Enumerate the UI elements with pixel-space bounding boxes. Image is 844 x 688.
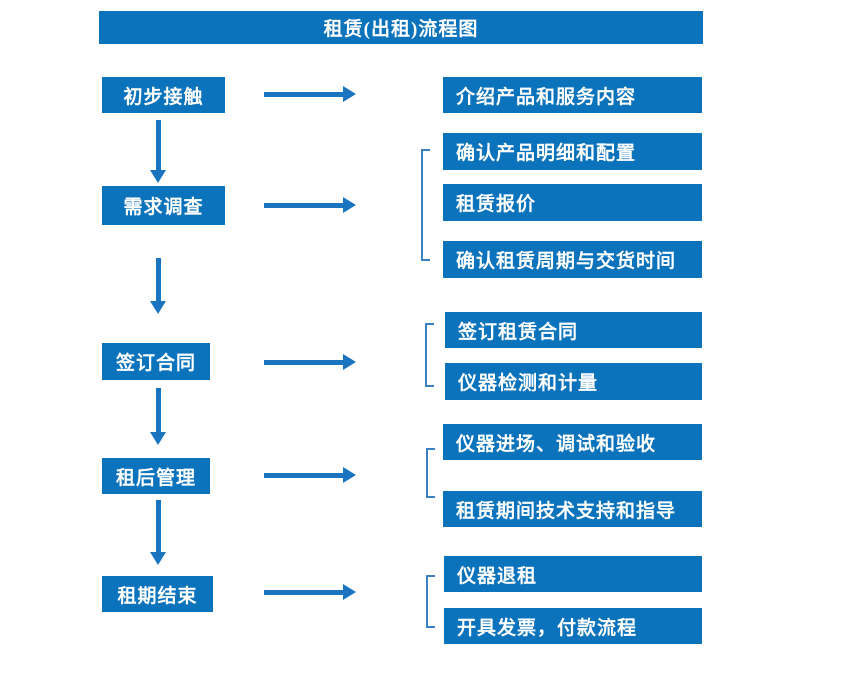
detail-confirm-period-delivery: 确认租赁周期与交货时间 [443,241,702,278]
step-demand-survey: 需求调查 [102,186,225,225]
arrow-down-2 [150,258,166,314]
arrow-right-2 [264,197,356,213]
detail-technical-support: 租赁期间技术支持和指导 [443,491,702,527]
step-sign-contract: 签订合同 [102,343,210,380]
detail-invoice-payment: 开具发票，付款流程 [444,608,702,644]
flowchart-title: 租赁(出租)流程图 [99,11,703,44]
detail-instrument-inspection: 仪器检测和计量 [445,363,702,400]
arrow-right-4 [264,467,356,483]
detail-instrument-return: 仪器退租 [444,556,702,592]
arrow-down-4 [150,500,166,565]
bracket-group-5 [426,575,435,628]
arrow-right-1 [264,86,356,102]
bracket-group-3 [425,323,434,387]
detail-instrument-setup-acceptance: 仪器进场、调试和验收 [443,424,702,460]
detail-sign-rental-contract: 签订租赁合同 [445,312,702,348]
arrow-right-3 [264,354,356,370]
step-initial-contact: 初步接触 [102,77,225,113]
detail-rental-quote: 租赁报价 [443,184,702,221]
arrow-down-1 [150,120,166,183]
detail-introduce-products: 介绍产品和服务内容 [443,77,702,113]
arrow-down-3 [150,388,166,445]
step-rental-end: 租期结束 [102,576,213,612]
arrow-right-5 [264,584,356,600]
bracket-group-2 [421,149,430,261]
detail-confirm-product-config: 确认产品明细和配置 [443,133,702,170]
bracket-group-4 [426,448,435,498]
step-post-rental-management: 租后管理 [102,458,210,494]
